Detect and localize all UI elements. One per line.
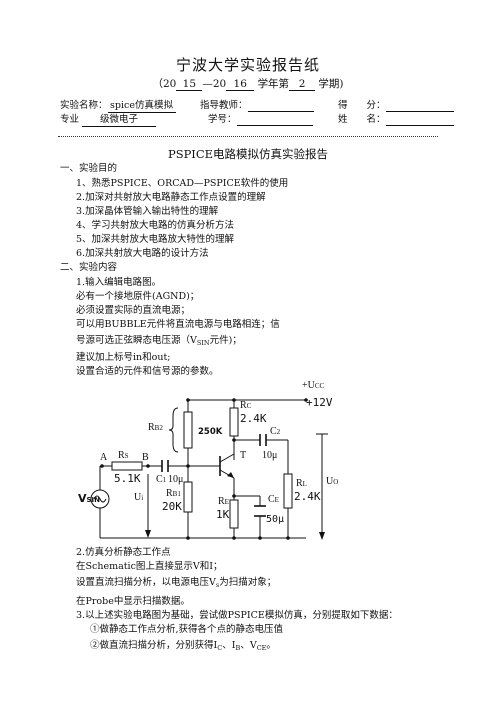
after-line: 在Probe中显示扫描数据。	[76, 596, 190, 607]
teacher-row: 指导教师：	[200, 100, 314, 112]
rs-label: RS	[118, 450, 129, 461]
transistor-arrow	[227, 472, 234, 478]
student-id-label: 学号：	[208, 114, 237, 125]
c1-capacitor	[161, 460, 169, 472]
purpose-item: 1、熟悉PSPICE、ORCAD—PSPICE软件的使用	[76, 178, 289, 189]
rb1-resistor	[183, 481, 193, 513]
rl-value: 2.4K	[294, 490, 321, 503]
header-divider	[58, 136, 438, 137]
term-close: 学期)	[318, 78, 344, 90]
node-a: A	[100, 452, 108, 463]
pot-value: 250K	[198, 427, 223, 437]
score-value	[385, 100, 454, 112]
rb1-label: RB1	[166, 488, 181, 499]
purpose-item: 6.加深共射放大电路的设计方法	[76, 248, 209, 259]
teacher-label: 指导教师：	[200, 100, 248, 111]
pspice-report-title: PSPICE电路模拟仿真实验报告	[167, 147, 329, 161]
ce-capacitor	[254, 505, 266, 517]
info-row-2: 专业 级微电子	[60, 114, 157, 127]
circuit-diagram: +UCC +12V RB2 250K RC 2.4K C2 10μ A B RS…	[78, 380, 338, 540]
ce-label: CE	[268, 494, 279, 505]
name-row: 姓 名：	[338, 114, 454, 126]
term-dash: —20	[202, 78, 227, 90]
node-b: B	[142, 452, 149, 463]
after-line: ①做静态工作点分析,获得各个点的静态电压值	[90, 624, 284, 635]
re-label: RE	[218, 496, 229, 507]
content-line: 设置合适的元件和信号源的参数。	[76, 366, 219, 377]
name-value	[385, 114, 454, 126]
rc-resistor	[229, 407, 239, 437]
c2-capacitor	[259, 434, 267, 446]
after-line: 在Schematic图上直接显示V和I；	[76, 561, 223, 572]
rc-label: RC	[240, 400, 252, 411]
year-start: 15	[176, 78, 203, 91]
purpose-item: 4、学习共射放大电路的仿真分析方法	[76, 220, 235, 231]
rc-value: 2.4K	[240, 412, 267, 425]
content-line: 建议加上标号in和out;	[76, 352, 171, 363]
re-value: 1K	[216, 508, 230, 521]
rs-resistor	[111, 461, 143, 471]
after-line: 3.以上述实验电路图为基础，尝试做PSPICE模拟仿真，分别提取如下数据：	[76, 610, 398, 621]
ui-label: Ui	[134, 492, 143, 503]
rb2-label: RB2	[148, 422, 163, 433]
c2-value: 10μ	[262, 450, 277, 461]
rl-resistor	[283, 473, 293, 509]
vcc-value: +12V	[306, 396, 333, 409]
ce-value: 50μ	[266, 514, 284, 525]
rb1-value: 20K	[162, 500, 182, 513]
term-mid: 学年第	[257, 78, 290, 90]
exp-name-label: 实验名称：	[60, 100, 108, 111]
after-line: 2.仿真分析静态工作点	[76, 547, 171, 558]
content-line: 可以用BUBBLE元件将直流电源与电路相连；信	[76, 319, 280, 330]
year-end: 16	[226, 78, 255, 91]
rs-value: 5.1K	[114, 472, 141, 485]
info-row-1: 实验名称：spice仿真模拟	[60, 100, 176, 113]
student-id-row: 学号：	[208, 114, 313, 126]
score-label: 得 分：	[338, 100, 386, 111]
c2-label: C2	[270, 426, 281, 437]
purpose-item: 3.加深晶体管输入输出特性的理解	[76, 206, 219, 217]
re-resistor	[229, 499, 239, 529]
content-line: 必有一个接地原件(AGND)；	[76, 291, 200, 302]
content-line-vsin: 号源可选正弦瞬态电压源（VSIN元件)；	[76, 335, 242, 347]
pot-brace	[168, 407, 179, 453]
teacher-value	[247, 100, 314, 112]
score-row: 得 分：	[338, 100, 454, 112]
student-id-value	[236, 114, 313, 126]
content-line: 必须设置实际的直流电源；	[76, 305, 191, 316]
major-value: 级微电子	[82, 114, 157, 127]
purpose-item: 5、加深共射放大电路放大特性的理解	[76, 234, 235, 245]
exp-name-value: spice仿真模拟	[107, 100, 176, 113]
name-label: 姓 名：	[338, 114, 386, 125]
rb2-resistor	[183, 411, 193, 449]
purpose-item: 2.加深对共射放大电路静态工作点设置的理解	[76, 192, 266, 203]
report-title-main: 宁波大学实验报告纸	[175, 56, 320, 74]
semester-value: 2	[289, 78, 316, 91]
after-line-sweep: 设置直流扫描分析，以电源电压Vs为扫描对象；	[76, 577, 277, 589]
major-label: 专业	[60, 114, 80, 125]
rl-label: RL	[296, 478, 307, 489]
vsin-label: VSIN	[78, 492, 100, 505]
content-heading: 二、实验内容	[60, 262, 118, 273]
vcc-label: +UCC	[302, 380, 325, 391]
ui-arrow	[145, 530, 151, 538]
transistor-label: T	[240, 450, 246, 461]
uo-label: UO	[326, 476, 338, 487]
c1-value: 10μ	[168, 474, 183, 485]
after-line-currents: ②做直流扫描分析，分别获得IC、IB、VCE。	[90, 640, 276, 652]
content-line: 1.输入编辑电路图。	[76, 277, 162, 288]
purpose-heading: 一、实验目的	[60, 163, 118, 174]
uo-arrow	[319, 532, 325, 540]
term-open: （20	[152, 78, 177, 90]
c1-label: C1	[156, 474, 167, 485]
